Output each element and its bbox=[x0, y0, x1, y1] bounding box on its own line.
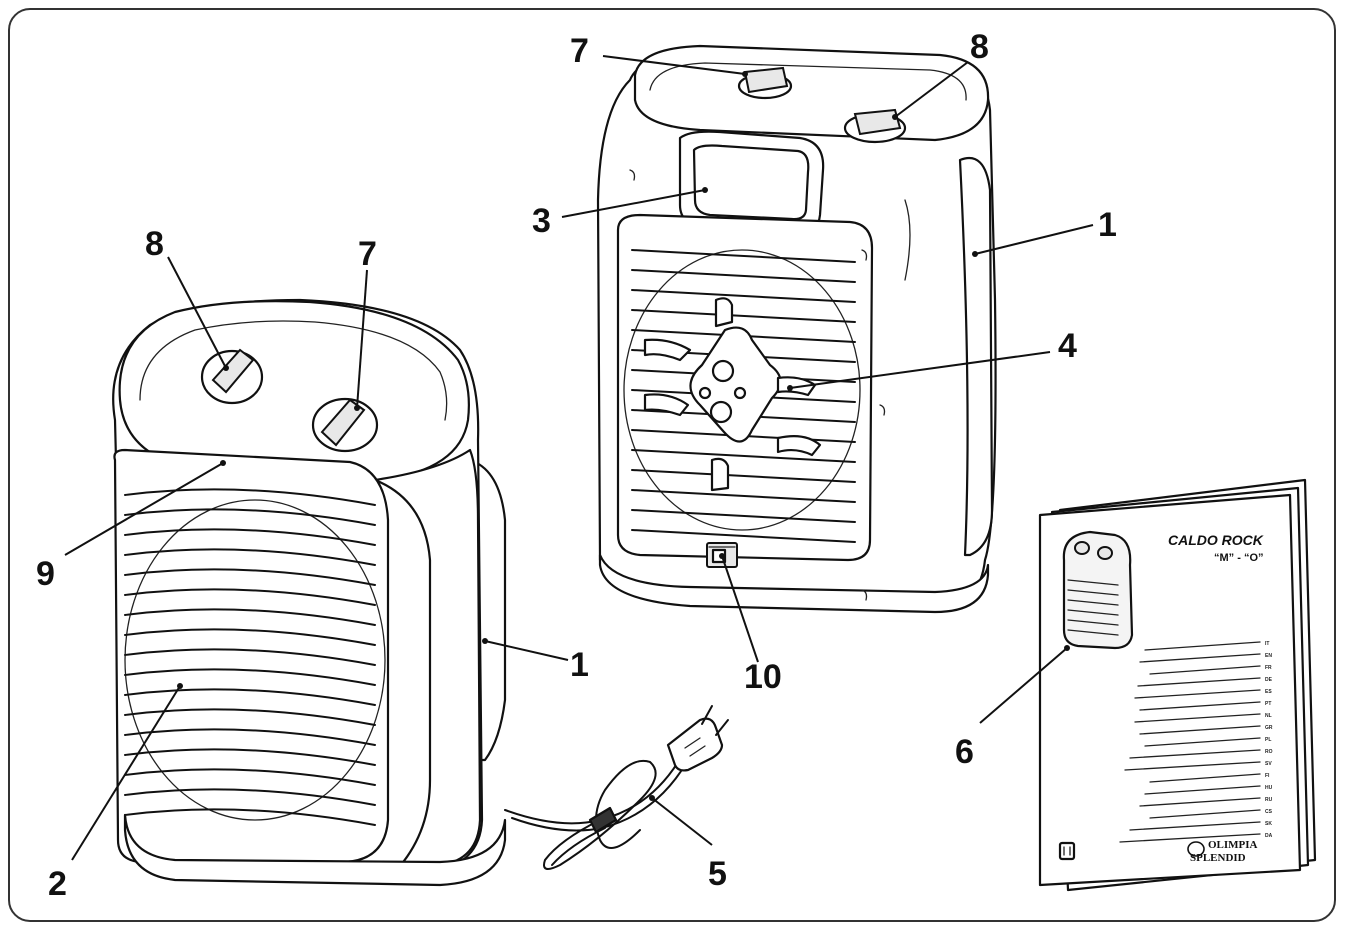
language-code: ES bbox=[1265, 689, 1272, 695]
language-code: SV bbox=[1265, 761, 1272, 767]
brand-line2: SPLENDID bbox=[1190, 852, 1246, 864]
back-knob-temperature bbox=[737, 66, 793, 100]
instruction-manual: CALDO ROCK “M” - “O” bbox=[1038, 478, 1317, 892]
language-code: EN bbox=[1265, 653, 1272, 659]
language-code: IT bbox=[1265, 641, 1269, 647]
language-code: DE bbox=[1265, 677, 1273, 683]
power-cord bbox=[504, 705, 729, 870]
language-code: FR bbox=[1265, 665, 1272, 671]
callout-9: 9 bbox=[36, 555, 55, 593]
callout-3: 3 bbox=[532, 202, 551, 240]
callout-4: 4 bbox=[1058, 327, 1077, 365]
manual-brand-logo: OLIMPIA SPLENDID bbox=[1187, 839, 1258, 864]
manual-subtitle: “M” - “O” bbox=[1214, 552, 1264, 564]
front-knob-temperature bbox=[311, 397, 379, 453]
callout-7-front: 7 bbox=[358, 235, 377, 273]
callout-2: 2 bbox=[48, 865, 67, 903]
language-code: DA bbox=[1265, 833, 1273, 839]
manual-language-codes: IT EN FR DE ES PT NL GR PL RO SV FI HU RU CS SK DA bbox=[1265, 641, 1273, 839]
callout-5: 5 bbox=[708, 855, 727, 893]
back-grille-slats bbox=[631, 249, 856, 543]
heater-back-view bbox=[596, 44, 997, 614]
brand-line1: OLIMPIA bbox=[1208, 839, 1258, 851]
callout-1-front: 1 bbox=[570, 646, 589, 684]
heater-front-view bbox=[112, 298, 507, 887]
front-knob-mode bbox=[200, 348, 264, 405]
manual-title: CALDO ROCK bbox=[1168, 532, 1264, 548]
front-grille-slats bbox=[124, 488, 376, 826]
language-code: SK bbox=[1265, 821, 1272, 827]
manual-language-list bbox=[1119, 641, 1261, 843]
back-knob-mode bbox=[843, 108, 907, 144]
callout-8-front: 8 bbox=[145, 225, 164, 263]
callout-1-back: 1 bbox=[1098, 206, 1117, 244]
language-code: CS bbox=[1265, 809, 1273, 815]
language-code: HU bbox=[1265, 785, 1273, 791]
callout-numbers: 7 8 3 1 4 8 7 9 1 10 6 2 5 bbox=[36, 28, 1117, 903]
manual-heater-thumbnail bbox=[1062, 530, 1134, 650]
diagram-frame bbox=[8, 8, 1336, 922]
callout-10: 10 bbox=[744, 658, 782, 696]
language-code: PT bbox=[1265, 701, 1271, 707]
language-code: RU bbox=[1265, 797, 1273, 803]
callout-6: 6 bbox=[955, 733, 974, 771]
language-code: NL bbox=[1265, 713, 1272, 719]
language-code: GR bbox=[1265, 725, 1273, 731]
language-code: RO bbox=[1265, 749, 1273, 755]
leader-dots bbox=[177, 71, 1070, 801]
back-fan-hub bbox=[643, 297, 822, 492]
language-code: FI bbox=[1265, 773, 1270, 779]
callout-7-back: 7 bbox=[570, 32, 589, 70]
leader-lines bbox=[64, 55, 1094, 861]
callout-8-back: 8 bbox=[970, 28, 989, 66]
language-code: PL bbox=[1265, 737, 1271, 743]
